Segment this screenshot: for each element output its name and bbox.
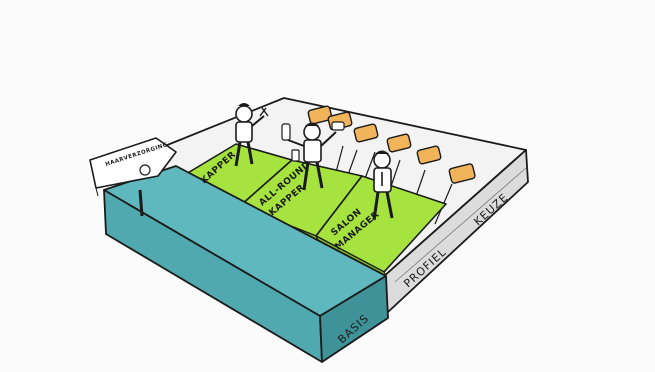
person-all-round-kapper bbox=[281, 121, 345, 191]
product-bottle-icon bbox=[291, 149, 300, 162]
comb-icon bbox=[331, 121, 345, 131]
scissors-icon bbox=[259, 107, 269, 117]
haarverzorging-sign: HAARVERZORGING bbox=[89, 137, 177, 217]
person-kapper bbox=[234, 103, 269, 167]
head-icon bbox=[139, 164, 151, 176]
hair-dryer-icon bbox=[281, 123, 291, 141]
person-salon-manager bbox=[372, 150, 394, 221]
keuze-tab bbox=[434, 163, 476, 225]
